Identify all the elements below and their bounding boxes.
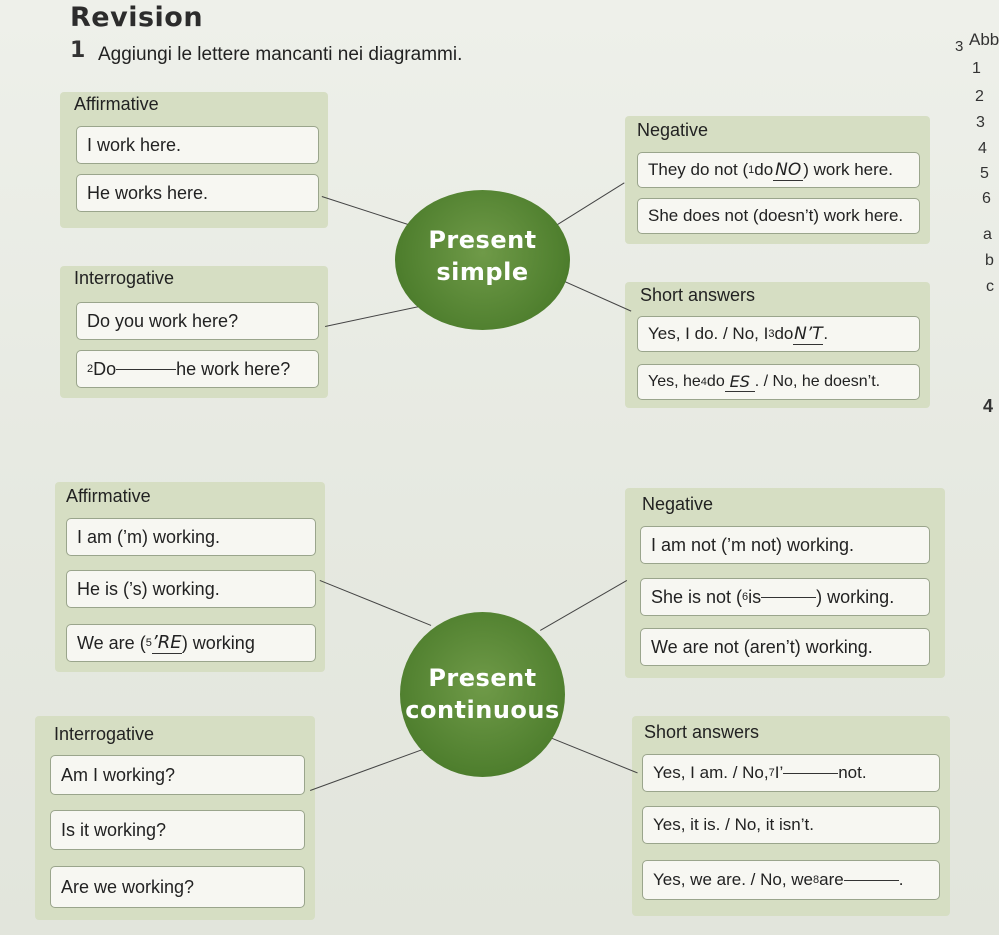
simple-affirmative-sentence-2: He works here.	[76, 174, 319, 212]
answer-8[interactable]	[843, 879, 899, 881]
answer-7[interactable]	[783, 772, 839, 774]
continuous-affirmative-label: Affirmative	[66, 486, 151, 506]
side-item-3: 3	[976, 114, 985, 131]
continuous-affirmative-sentence-2: He is (’s) working.	[66, 570, 316, 608]
side-exercise-4: 4	[983, 396, 994, 416]
continuous-negative-label: Negative	[642, 494, 714, 514]
simple-negative-sentence-2: She does not (doesn’t) work here.	[637, 198, 920, 234]
present-continuous-bubble	[400, 612, 565, 777]
simple-affirmative-label: Affirmative	[74, 94, 159, 114]
exercise-number: 1	[70, 38, 86, 63]
side-item-b: b	[985, 252, 994, 269]
present-continuous-line-1: Present	[428, 664, 537, 692]
side-item-4: 4	[978, 140, 987, 157]
continuous-negative-sentence-3: We are not (aren’t) working.	[640, 628, 930, 666]
side-item-a: a	[983, 226, 992, 243]
simple-affirmative-sentence-1: I work here.	[76, 126, 319, 164]
answer-5[interactable]: ’RE	[151, 632, 182, 654]
continuous-interrogative-sentence-3: Are we working?	[50, 866, 305, 908]
side-exercise-number: 3	[955, 38, 964, 55]
connector-line	[544, 735, 638, 774]
present-simple-line-2: simple	[436, 258, 529, 286]
answer-2[interactable]	[116, 368, 177, 370]
side-item-c: c	[986, 278, 994, 295]
answer-6[interactable]	[761, 596, 817, 598]
continuous-short-answers-label: Short answers	[644, 722, 760, 742]
continuous-negative-sentence-1: I am not (’m not) working.	[640, 526, 930, 564]
connector-line	[319, 580, 432, 626]
side-item-5: 5	[980, 165, 989, 182]
answer-1[interactable]: NO	[773, 159, 804, 181]
simple-interrogative-sentence-1: Do you work here?	[76, 302, 319, 340]
side-item-2: 2	[975, 88, 984, 105]
answer-3[interactable]: N’T	[793, 323, 824, 345]
page-title: Revision	[70, 2, 204, 33]
continuous-interrogative-sentence-1: Am I working?	[50, 755, 305, 795]
present-continuous-line-2: continuous	[405, 696, 560, 724]
answer-4[interactable]: ES	[724, 372, 755, 392]
continuous-interrogative-sentence-2: Is it working?	[50, 810, 305, 850]
connector-line	[540, 580, 628, 631]
side-item-6: 6	[982, 190, 991, 207]
simple-interrogative-label: Interrogative	[74, 268, 175, 288]
connector-line	[310, 747, 428, 791]
simple-short-answers-label: Short answers	[640, 285, 756, 305]
present-simple-bubble	[395, 190, 570, 330]
continuous-short-sentence-2: Yes, it is. / No, it isn’t.	[642, 806, 940, 844]
present-simple-line-1: Present	[428, 226, 537, 254]
side-item-1: 1	[972, 60, 981, 77]
exercise-instruction: Aggiungi le lettere mancanti nei diagram…	[98, 44, 463, 65]
continuous-interrogative-label: Interrogative	[54, 724, 155, 744]
simple-negative-label: Negative	[637, 120, 709, 140]
side-heading: Abb	[969, 30, 999, 49]
continuous-affirmative-sentence-3: We are (5’RE) working	[66, 624, 316, 662]
continuous-affirmative-sentence-1: I am (’m) working.	[66, 518, 316, 556]
